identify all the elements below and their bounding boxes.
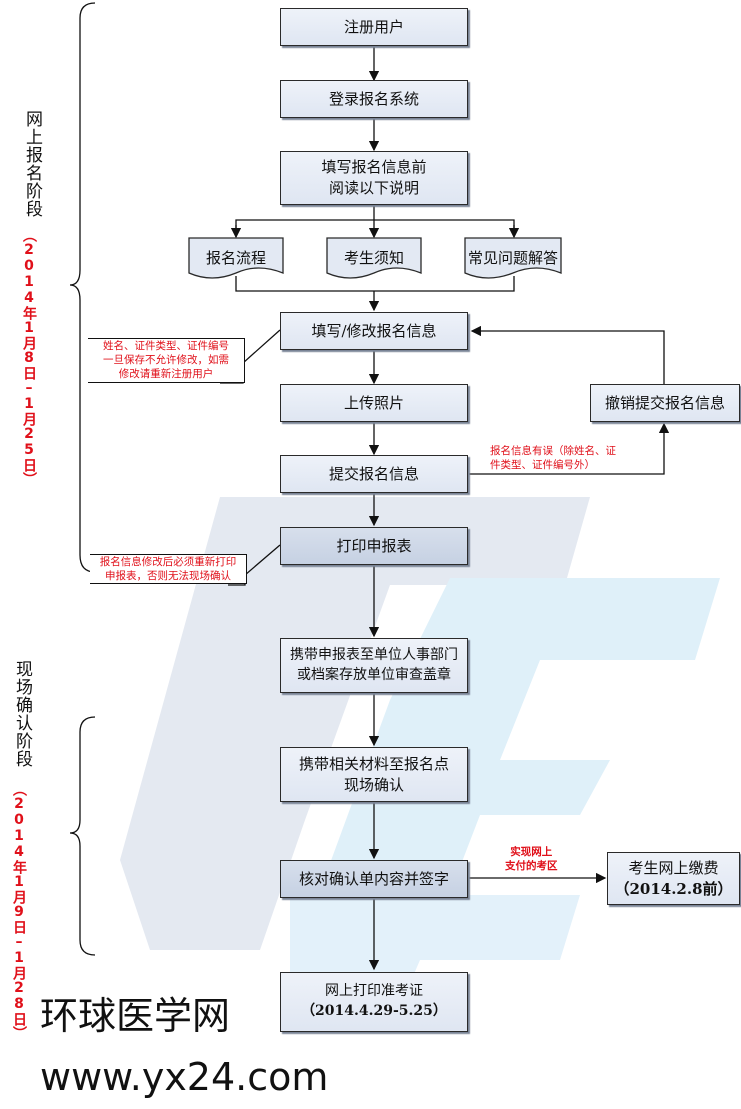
step-login-label: 登录报名系统 (328, 89, 419, 108)
step-print-form: 打印申报表 (280, 527, 468, 565)
stage-date-online: （2014年1月8日–1月25日） (21, 228, 37, 486)
doc-registration-process-label: 报名流程 (205, 249, 266, 267)
note-reprint: 报名信息修改后必须重新打印 申报表，否则无法现场确认 (90, 554, 247, 585)
brand-url[interactable]: www.yx24.com (40, 1055, 329, 1099)
doc-registration-process: 报名流程 (188, 237, 284, 281)
note-line: 报名信息修改后必须重新打印 (99, 556, 237, 568)
step-cancel-submit-label: 撤销提交报名信息 (604, 393, 725, 412)
doc-faq: 常见问题解答 (464, 237, 562, 281)
step-bring-form-line2: 或档案存放单位审查盖章 (297, 666, 451, 683)
line-split-horizontal (235, 219, 515, 235)
step-fill-info: 填写/修改报名信息 (280, 312, 468, 350)
step-bring-materials: 携带相关材料至报名点 现场确认 (280, 747, 468, 802)
doc-candidate-notice-label: 考生须知 (343, 249, 404, 267)
step-print-form-label: 打印申报表 (336, 536, 412, 555)
step-read-before: 填写报名信息前 阅读以下说明 (280, 151, 468, 205)
step-upload-photo-label: 上传照片 (343, 393, 404, 412)
brace-onsite-stage (69, 716, 96, 956)
note-line: 申报表，否则无法现场确认 (105, 570, 231, 583)
step-bring-materials-line1: 携带相关材料至报名点 (298, 754, 449, 773)
step-cancel-submit: 撤销提交报名信息 (590, 384, 740, 422)
stage-date-onsite: （2014年1月9日–1月28日） (11, 782, 27, 1040)
step-pay-online-line2: （2014.2.8前） (614, 879, 733, 898)
step-submit-info: 提交报名信息 (280, 455, 468, 493)
note-info-error: 报名信息有误（除姓名、证 件类型、证件编号外） (490, 444, 616, 472)
note-line: 一旦保存不允许修改，如需 (103, 354, 229, 367)
step-submit-info-label: 提交报名信息 (328, 464, 419, 483)
step-verify-sign: 核对确认单内容并签字 (280, 860, 468, 898)
document-icon (464, 237, 562, 279)
stage-title-online: 网上报名阶段 (22, 110, 42, 218)
step-login: 登录报名系统 (280, 80, 468, 118)
doc-candidate-notice: 考生须知 (326, 237, 422, 281)
doc-faq-label: 常见问题解答 (467, 249, 558, 267)
step-print-admission-line2: （2014.4.29-5.25） (301, 1003, 447, 1019)
step-bring-form-line1: 携带申报表至单位人事部门 (290, 646, 458, 663)
note-line: 姓名、证件类型、证件编号 (103, 340, 229, 352)
step-register-label: 注册用户 (343, 17, 404, 36)
stage-title-onsite: 现场确认阶段 (12, 660, 32, 768)
step-verify-sign-label: 核对确认单内容并签字 (298, 869, 449, 888)
arrow-submit-cancel (468, 422, 670, 475)
step-register: 注册用户 (280, 8, 468, 46)
step-pay-online-line1: 考生网上缴费 (628, 858, 719, 877)
step-read-before-line2: 阅读以下说明 (328, 179, 419, 197)
note-line: 件类型、证件编号外） (490, 459, 595, 472)
step-print-admission-line1: 网上打印准考证 (325, 983, 423, 1000)
brand-name: 环球医学网 (40, 994, 231, 1038)
step-pay-online: 考生网上缴费 （2014.2.8前） (607, 852, 740, 905)
note-immutable-fields: 姓名、证件类型、证件编号 一旦保存不允许修改，如需 修改请重新注册用户 (88, 338, 245, 383)
note-line: 修改请重新注册用户 (118, 368, 214, 381)
step-bring-materials-line2: 现场确认 (343, 775, 404, 794)
step-upload-photo: 上传照片 (280, 384, 468, 422)
document-icon (188, 237, 284, 279)
document-icon (326, 237, 422, 279)
note-line: 实现网上 (510, 846, 553, 858)
brace-online-stage (69, 2, 96, 573)
note-online-pay-region: 实现网上 支付的考区 (505, 845, 558, 873)
note-line: 报名信息有误（除姓名、证 (490, 445, 616, 457)
step-bring-form: 携带申报表至单位人事部门 或档案存放单位审查盖章 (280, 638, 468, 693)
step-read-before-line1: 填写报名信息前 (321, 158, 427, 176)
step-fill-info-label: 填写/修改报名信息 (311, 321, 437, 340)
arrow-cancel-fill (470, 325, 665, 384)
note-line: 支付的考区 (505, 860, 558, 873)
watermark-shape-1 (120, 497, 590, 950)
line-merge-horizontal (235, 276, 515, 292)
step-print-admission: 网上打印准考证 （2014.4.29-5.25） (280, 972, 468, 1032)
